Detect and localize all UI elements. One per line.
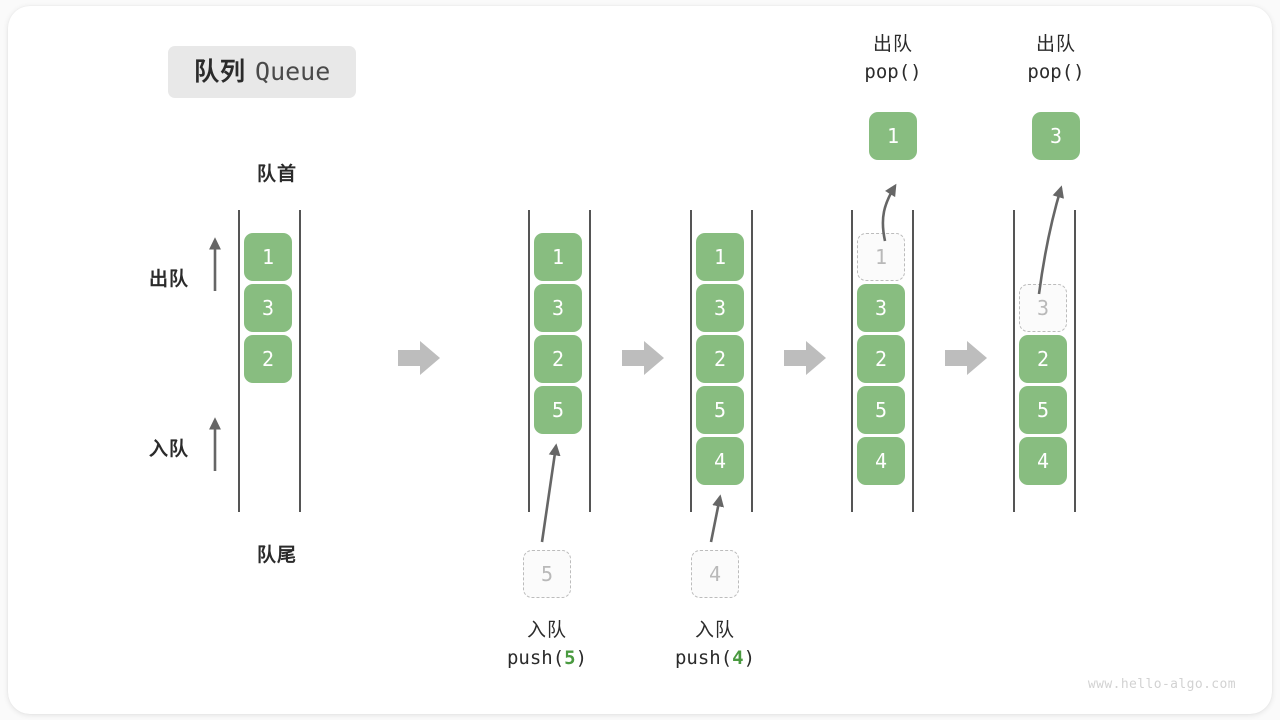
pop-3-caption-code: pop() <box>1027 60 1085 83</box>
queue-item: 5 <box>857 386 905 434</box>
pop-1-caption-code: pop() <box>864 60 922 83</box>
push-4-arrow-icon <box>709 494 724 543</box>
queue-item: 2 <box>857 335 905 383</box>
queue-item: 1 <box>244 233 292 281</box>
queue-item: 3 <box>857 284 905 332</box>
title-chinese: 队列 <box>194 58 247 86</box>
step-arrow-icon <box>945 341 987 375</box>
queue-item: 2 <box>534 335 582 383</box>
queue-item: 4 <box>857 437 905 485</box>
queue-item: 1 <box>534 233 582 281</box>
rail-right-col1 <box>299 210 301 512</box>
enqueue-direction-label: 入队 <box>149 439 190 460</box>
push-5-caption-code: push(5) <box>467 645 627 672</box>
queue-item: 5 <box>1019 386 1067 434</box>
rail-left-col4 <box>851 210 853 512</box>
push-5-code-prefix: push( <box>506 646 565 669</box>
push-5-caption: 入队 push(5) <box>467 618 627 672</box>
queue-item: 1 <box>696 233 744 281</box>
rail-right-col4 <box>912 210 914 512</box>
rail-right-col2 <box>589 210 591 512</box>
queue-item: 4 <box>1019 437 1067 485</box>
queue-tail-label: 队尾 <box>256 545 297 566</box>
pop-3-caption-cn: 出队 <box>1035 34 1076 55</box>
rail-right-col3 <box>751 210 753 512</box>
push-4-code-num: 4 <box>732 646 744 669</box>
push-5-code-suffix: ) <box>575 646 588 669</box>
popped-item: 1 <box>869 112 917 160</box>
queue-item: 2 <box>1019 335 1067 383</box>
rail-left-col3 <box>690 210 692 512</box>
popped-ghost-item: 3 <box>1019 284 1067 332</box>
queue-head-label: 队首 <box>256 164 297 185</box>
queue-item-new: 5 <box>534 386 582 434</box>
queue-item: 2 <box>696 335 744 383</box>
dequeue-direction-label: 出队 <box>149 269 190 290</box>
queue-item-new: 4 <box>696 437 744 485</box>
pop-3-caption: 出队 pop() <box>976 32 1136 86</box>
queue-item: 3 <box>534 284 582 332</box>
queue-item: 3 <box>244 284 292 332</box>
step-arrow-icon <box>622 341 664 375</box>
queue-item: 3 <box>696 284 744 332</box>
incoming-ghost-item: 4 <box>691 550 739 598</box>
queue-item: 2 <box>244 335 292 383</box>
push-4-caption: 入队 push(4) <box>635 618 795 672</box>
push-5-code-num: 5 <box>564 646 576 669</box>
step-arrow-icon <box>784 341 826 375</box>
push-4-code-prefix: push( <box>674 646 733 669</box>
pop-1-caption: 出队 pop() <box>813 32 973 86</box>
push-4-code-suffix: ) <box>743 646 756 669</box>
arrows-overlay <box>209 183 1064 543</box>
push-4-caption-cn: 入队 <box>694 620 735 641</box>
rail-left-col2 <box>528 210 530 512</box>
step-arrow-icon <box>398 341 440 375</box>
popped-item: 3 <box>1032 112 1080 160</box>
queue-item: 5 <box>696 386 744 434</box>
rail-left-col1 <box>238 210 240 512</box>
push-4-caption-code: push(4) <box>635 645 795 672</box>
push-5-caption-cn: 入队 <box>526 620 567 641</box>
rail-left-col5 <box>1013 210 1015 512</box>
title-english: Queue <box>255 57 331 86</box>
incoming-ghost-item: 5 <box>523 550 571 598</box>
pop-3-arrow-icon <box>1037 185 1064 295</box>
diagram-card: 队列 Queue 队首 队尾 出队 入队 1 3 2 1 3 2 5 5 入队 p… <box>8 6 1272 714</box>
diagram-stage: 队列 Queue 队首 队尾 出队 入队 1 3 2 1 3 2 5 5 入队 p… <box>8 6 1272 714</box>
pop-1-caption-cn: 出队 <box>872 34 913 55</box>
diagram-title-badge: 队列 Queue <box>168 46 357 98</box>
popped-ghost-item: 1 <box>857 233 905 281</box>
rail-right-col5 <box>1074 210 1076 512</box>
push-5-arrow-icon <box>540 443 561 543</box>
watermark: www.hello-algo.com <box>1087 677 1236 692</box>
